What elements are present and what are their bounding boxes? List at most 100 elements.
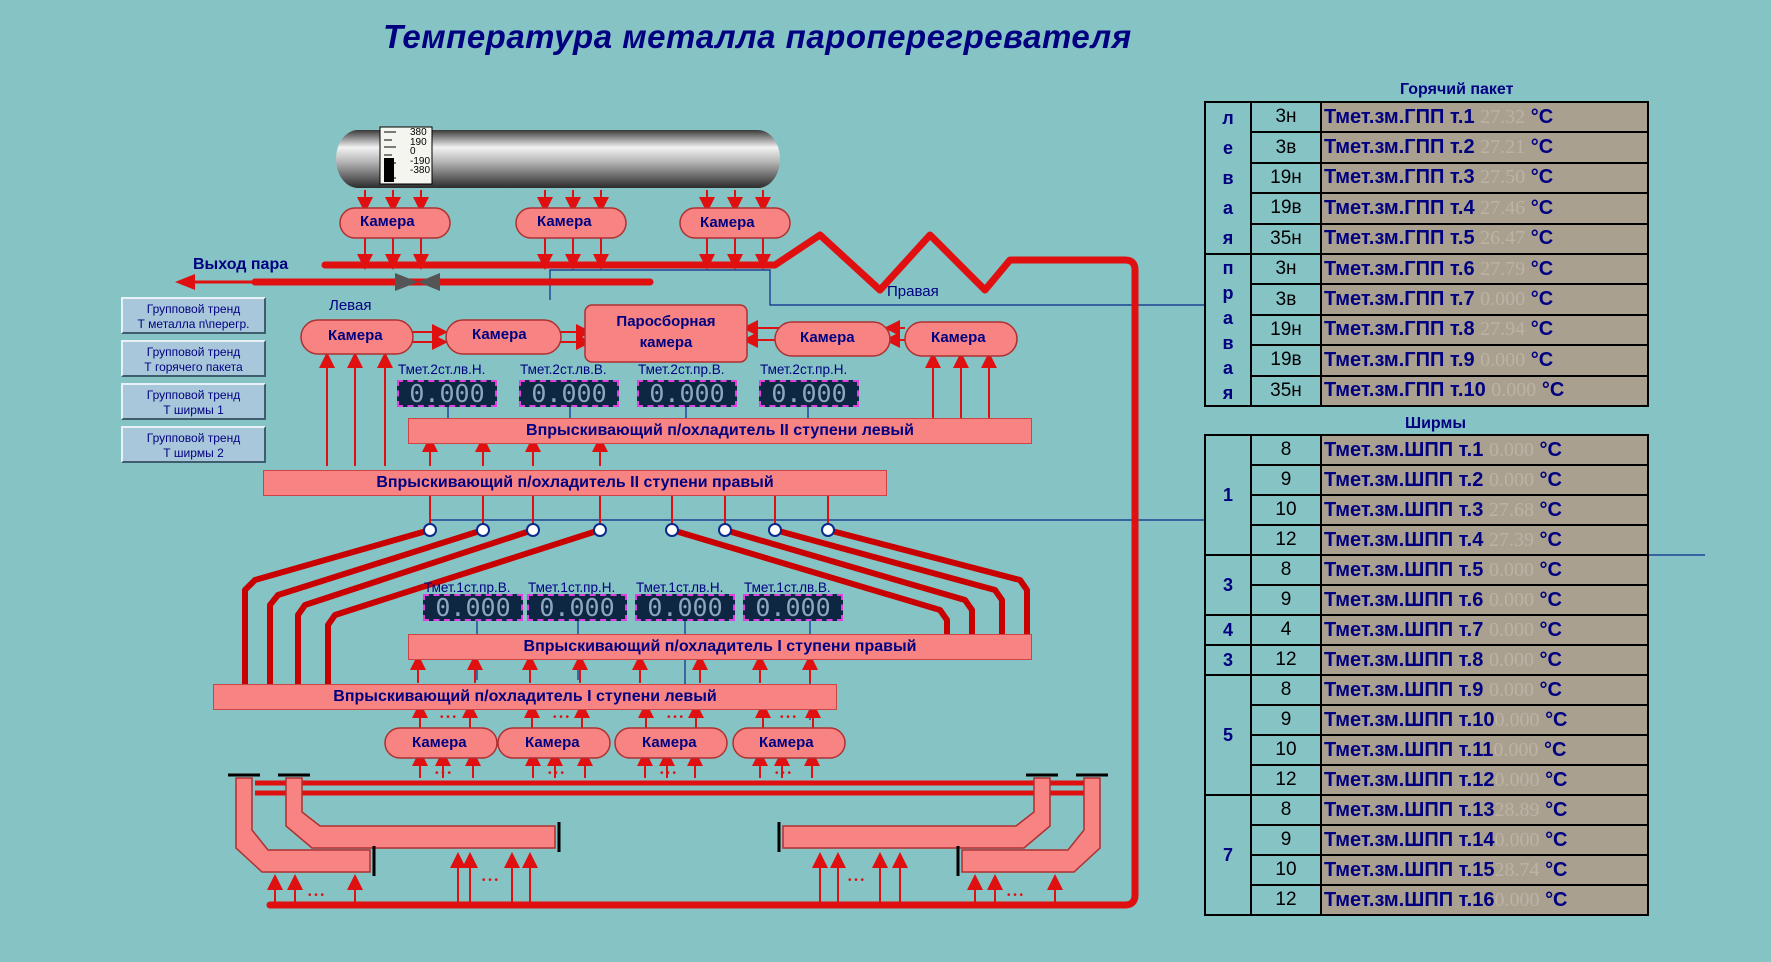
unit: °С [1539, 468, 1562, 491]
temperature-cell[interactable]: Тмет.зм.ШПП т.120.000 °С [1320, 764, 1649, 796]
unit: °С [1530, 196, 1554, 219]
unit: °С [1545, 768, 1568, 791]
point-value: 0.000 [1480, 288, 1526, 311]
table-row: 10 Тмет.зм.ШПП т.3 27.68 °С [1205, 494, 1649, 526]
unit: °С [1530, 227, 1554, 250]
stage1-left-desuperheater: Впрыскивающий п/охладитель I ступени лев… [213, 684, 837, 710]
side-letter: а [1222, 307, 1233, 328]
button-line: Групповой тренд [146, 345, 241, 359]
ellipsis-dots: • • • [848, 875, 865, 886]
point-name: Тмет.зм.ШПП т.12 [1324, 768, 1495, 791]
point-name: Тмет.зм.ШПП т.1 [1324, 438, 1484, 461]
chamber-label: Камера [800, 329, 855, 346]
point-name: Тмет.зм.ШПП т.9 [1324, 678, 1484, 701]
stage1-right-high-readout: 0.000 [423, 594, 523, 621]
point-name: Тмет.зм.ШПП т.5 [1324, 558, 1484, 581]
ellipsis-dots: • • • [553, 712, 570, 723]
table-row: 35н Тмет.зм.ГПП т.10 0.000 °С [1205, 374, 1649, 408]
side-letter: в [1222, 168, 1234, 188]
tube-number: 19в [1250, 344, 1322, 377]
drum-scale-tick: 380 [410, 127, 427, 138]
temperature-cell[interactable]: Тмет.зм.ГПП т.4 27.46 °С [1320, 192, 1649, 225]
point-value: 0.000 [1493, 738, 1539, 761]
steam-outlet-label: Выход пара [193, 256, 289, 273]
temperature-cell[interactable]: Тмет.зм.ГПП т.6 27.79 °С [1320, 252, 1649, 286]
tube-number: 9 [1250, 584, 1322, 616]
table-row: 10 Тмет.зм.ШПП т.110.000 °С [1205, 734, 1649, 766]
temperature-cell[interactable]: Тмет.зм.ШПП т.3 27.68 °С [1320, 494, 1649, 526]
temperature-cell[interactable]: Тмет.зм.ГПП т.1 27.32 °С [1320, 100, 1649, 134]
table-row: п р а в а я 3н Тмет.зм.ГПП т.6 27.79 °С [1204, 252, 1649, 407]
table-row: 3 8 Тмет.зм.ШПП т.5 0.000 °С [1204, 554, 1649, 616]
readout-label: Тмет.2ст.лв.Н. [398, 362, 486, 377]
point-name: Тмет.зм.ГПП т.5 [1324, 227, 1475, 250]
table-row: 9 Тмет.зм.ШПП т.100.000 °С [1205, 704, 1649, 736]
screen-group-id: 4 [1204, 614, 1252, 646]
chamber-label: Камера [537, 213, 592, 230]
temperature-cell[interactable]: Тмет.зм.ШПП т.140.000 °С [1320, 824, 1649, 856]
temperature-cell[interactable]: Тмет.зм.ГПП т.2 27.21 °С [1320, 131, 1649, 164]
temperature-cell[interactable]: Тмет.зм.ШПП т.6 0.000 °С [1320, 584, 1649, 616]
readout-label: Тмет.1ст.пр.В. [424, 580, 511, 595]
screen-group-id: 7 [1204, 794, 1252, 916]
temperature-cell[interactable]: Тмет.зм.ШПП т.160.000 °С [1320, 884, 1649, 916]
hot-pack-title: Горячий пакет [1400, 81, 1514, 98]
readout-label: Тмет.2ст.лв.В. [520, 362, 607, 377]
trend-screen-1-button[interactable]: Групповой тренд Т ширмы 1 [121, 383, 266, 420]
temperature-cell[interactable]: Тмет.зм.ШПП т.100.000 °С [1320, 704, 1649, 736]
point-value: 0.000 [1488, 678, 1534, 701]
readout-label: Тмет.1ст.лв.Н. [636, 580, 724, 595]
temperature-cell[interactable]: Тмет.зм.ГПП т.5 26.47 °С [1320, 222, 1649, 256]
point-value: 28.89 [1494, 798, 1540, 821]
unit: °С [1545, 888, 1568, 911]
trend-hot-pack-button[interactable]: Групповой тренд Т горячего пакета [121, 340, 266, 377]
drum-scale-tick: 190 [410, 136, 427, 148]
chamber-label: Камера [360, 213, 415, 230]
trend-superheater-metal-button[interactable]: Групповой тренд Т металла п\перегр. [121, 297, 266, 334]
tube-number: 12 [1250, 764, 1322, 796]
tube-number: 8 [1250, 554, 1322, 586]
button-line: Групповой тренд [146, 388, 241, 402]
temperature-cell[interactable]: Тмет.зм.ШПП т.1 0.000 °С [1320, 434, 1649, 466]
temperature-cell[interactable]: Тмет.зм.ГПП т.9 0.000 °С [1320, 344, 1649, 377]
ellipsis-dots: • • • [667, 712, 684, 723]
table-row: 35н Тмет.зм.ГПП т.5 26.47 °С [1205, 222, 1649, 256]
temperature-cell[interactable]: Тмет.зм.ШПП т.1528.74 °С [1320, 854, 1649, 886]
stage1-right-low-readout: 0.000 [527, 594, 627, 621]
temperature-cell[interactable]: Тмет.зм.ШПП т.9 0.000 °С [1320, 674, 1649, 706]
point-name: Тмет.зм.ШПП т.4 [1324, 528, 1484, 551]
temperature-cell[interactable]: Тмет.зм.ГПП т.8 27.94 °С [1320, 313, 1649, 347]
temperature-cell[interactable]: Тмет.зм.ШПП т.1328.89 °С [1320, 794, 1649, 826]
temperature-cell[interactable]: Тмет.зм.ШПП т.110.000 °С [1320, 734, 1649, 766]
unit: °С [1541, 379, 1565, 402]
temperature-cell[interactable]: Тмет.зм.ШПП т.4 27.39 °С [1320, 524, 1649, 556]
trend-screen-2-button[interactable]: Групповой тренд Т ширмы 2 [121, 426, 266, 463]
screens-title: Ширмы [1405, 415, 1466, 432]
ellipsis-dots: • • • [775, 768, 792, 779]
point-name: Тмет.зм.ШПП т.8 [1324, 648, 1484, 671]
temperature-cell[interactable]: Тмет.зм.ГПП т.7 0.000 °С [1320, 283, 1649, 316]
screens-table: 1 8 Тмет.зм.ШПП т.1 0.000 °С 9 Тмет.зм.Ш… [1204, 434, 1649, 916]
table-row: 9 Тмет.зм.ШПП т.2 0.000 °С [1205, 464, 1649, 496]
readout-label: Тмет.2ст.пр.Н. [760, 362, 848, 377]
ellipsis-dots: • • • [1007, 890, 1024, 901]
unit: °С [1545, 708, 1568, 731]
button-line: Т ширмы 2 [163, 446, 224, 460]
temperature-cell[interactable]: Тмет.зм.ГПП т.10 0.000 °С [1320, 374, 1649, 408]
temperature-cell[interactable]: Тмет.зм.ГПП т.3 27.50 °С [1320, 161, 1649, 195]
point-value: 0.000 [1488, 468, 1534, 491]
temperature-cell[interactable]: Тмет.зм.ШПП т.5 0.000 °С [1320, 554, 1649, 586]
unit: °С [1545, 828, 1568, 851]
stage2-right-high-readout: 0.000 [637, 380, 737, 407]
table-row: 7 8 Тмет.зм.ШПП т.1328.89 °С [1204, 794, 1649, 916]
temperature-cell[interactable]: Тмет.зм.ШПП т.2 0.000 °С [1320, 464, 1649, 496]
hot-pack-table: л е в а я 3н Тмет.зм.ГПП т.1 27.32 °С 3в… [1204, 100, 1649, 408]
table-row: 12 Тмет.зм.ШПП т.120.000 °С [1205, 764, 1649, 796]
ellipsis-dots: • • • [482, 875, 499, 886]
temperature-cell[interactable]: Тмет.зм.ШПП т.8 0.000 °С [1320, 644, 1649, 676]
side-letter: л [1222, 108, 1234, 128]
point-value: 0.000 [1491, 379, 1537, 402]
temperature-cell[interactable]: Тмет.зм.ШПП т.7 0.000 °С [1320, 614, 1649, 646]
side-letter: в [1222, 332, 1234, 353]
point-name: Тмет.зм.ШПП т.7 [1324, 618, 1484, 641]
